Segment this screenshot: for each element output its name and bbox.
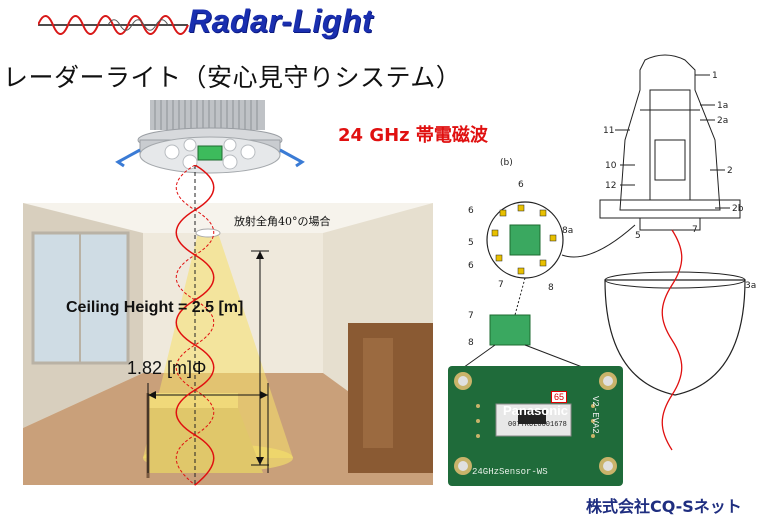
svg-text:8: 8 [468, 338, 474, 348]
svg-text:10: 10 [605, 161, 617, 171]
pcb-brand-label: Panasonic [503, 403, 569, 418]
logo-wave-graphic [38, 15, 189, 35]
svg-text:2: 2 [727, 166, 733, 176]
patent-diagram: (b) 1 1a 2a 11 2 10 12 2b 5 7 3a 6 6 8a 5 6 7 8 7 8 [459, 54, 756, 451]
svg-text:1a: 1a [717, 101, 728, 111]
svg-text:11: 11 [603, 126, 614, 136]
ceiling-height-label: Ceiling Height = 2.5 [m] [66, 299, 244, 316]
svg-text:6: 6 [468, 206, 474, 216]
coverage-diameter-label: 1.82 [m]Φ [127, 358, 207, 378]
pcb-revision-label: V2-EVA2 [590, 396, 600, 434]
svg-text:8a: 8a [562, 226, 573, 236]
pcb-model-label: 24GHzSensor-WS [472, 467, 548, 477]
svg-text:2a: 2a [717, 116, 728, 126]
pcb-badge-number: 65 [551, 391, 568, 403]
svg-text:1: 1 [712, 71, 718, 81]
svg-text:7: 7 [692, 225, 698, 235]
svg-text:6: 6 [468, 261, 474, 271]
svg-text:(b): (b) [500, 158, 513, 168]
pcb-module-code: 007YRUL0001678 [508, 421, 567, 429]
company-name: 株式会社CQ-Sネット [586, 497, 742, 516]
svg-text:6: 6 [518, 180, 524, 190]
frequency-label: 24 GHz 帯電磁波 [338, 125, 488, 146]
heatsink-fins [150, 100, 265, 130]
svg-text:7: 7 [498, 280, 504, 290]
downlight-image [115, 100, 305, 174]
svg-text:8: 8 [548, 283, 554, 293]
svg-text:5: 5 [635, 231, 641, 241]
sensor-board-photo [448, 366, 623, 486]
page-title: レーダーライト（安心見守りシステム） [3, 63, 462, 92]
svg-text:12: 12 [605, 181, 616, 191]
svg-text:5: 5 [468, 238, 474, 248]
radar-wave-main [175, 165, 215, 486]
logo-text: Radar-Light [188, 3, 374, 39]
beam-angle-note: 放射全角40°の場合 [234, 215, 331, 228]
svg-text:2b: 2b [732, 204, 744, 214]
svg-text:7: 7 [468, 311, 474, 321]
svg-text:3a: 3a [745, 281, 756, 291]
